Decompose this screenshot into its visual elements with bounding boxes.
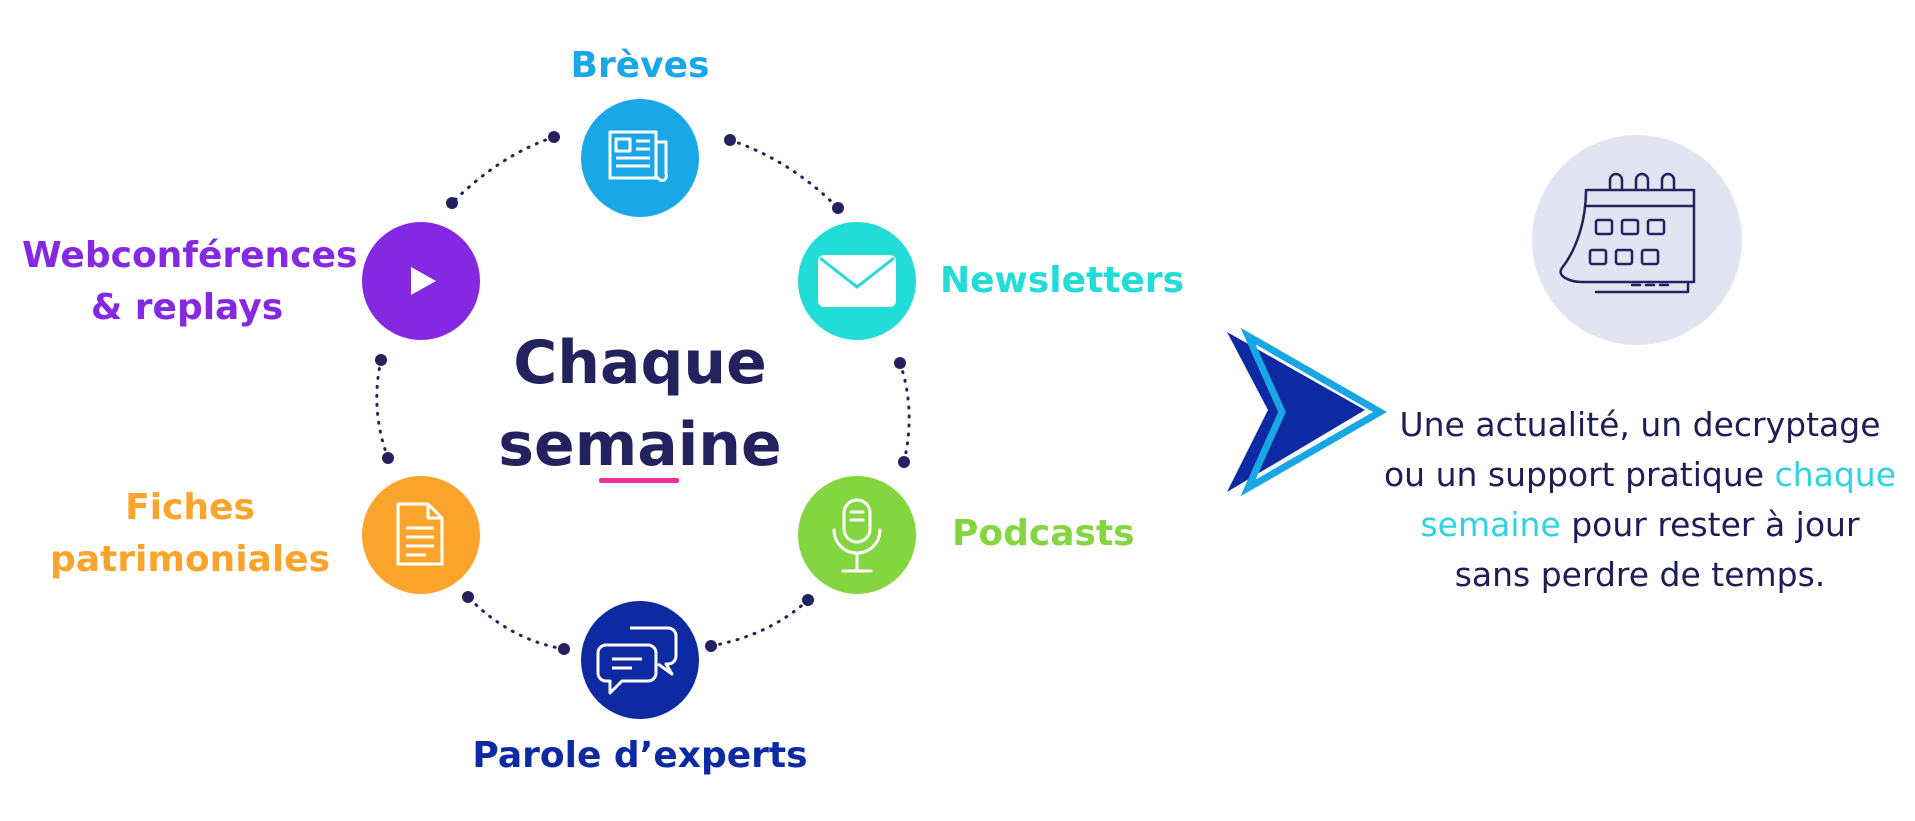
label-parole-experts: Parole d’experts xyxy=(460,730,820,782)
connector-dot xyxy=(558,643,570,655)
connector-newsletters-podcasts xyxy=(898,361,911,464)
connector-dot xyxy=(894,357,906,369)
chevron-arrow-icon xyxy=(1227,327,1388,497)
node-podcasts xyxy=(798,476,916,594)
label-podcasts: Podcasts xyxy=(952,508,1135,560)
connector-dot xyxy=(462,591,474,603)
connector-dot xyxy=(446,197,458,209)
label-newsletters: Newsletters xyxy=(940,255,1184,307)
speech-bubbles-icon xyxy=(596,626,678,695)
description-before: Une actualité, un decryptage ou un suppo… xyxy=(1383,405,1881,494)
node-breves xyxy=(581,99,699,217)
description-after: pour rester à jour sans perdre de temps. xyxy=(1454,505,1860,594)
connector-fiches-webconf xyxy=(375,358,390,460)
connector-breves-newsletters xyxy=(728,138,840,210)
label-fiches-line1: Fiches xyxy=(125,487,255,528)
node-parole-experts xyxy=(581,601,699,719)
node-webconferences xyxy=(362,222,480,340)
description-text: Une actualité, un decryptage ou un suppo… xyxy=(1380,400,1900,600)
label-fiches: Fiches patrimoniales xyxy=(40,482,340,586)
label-podcasts-text: Podcasts xyxy=(952,513,1135,554)
label-parole-experts-text: Parole d’experts xyxy=(472,735,808,776)
node-circle xyxy=(362,476,480,594)
connector-dot xyxy=(832,202,844,214)
calendar-circle xyxy=(1532,135,1742,345)
newspaper-icon xyxy=(608,130,668,182)
center-underline xyxy=(599,478,679,483)
label-webconferences-line2: & replays xyxy=(90,287,284,328)
label-webconferences: Webconférences & replays xyxy=(22,230,358,334)
node-newsletters xyxy=(798,222,916,340)
connector-breves-webconf xyxy=(450,135,556,205)
calendar-icon xyxy=(1559,172,1696,294)
label-webconferences-line1: Webconférences xyxy=(22,235,358,276)
node-fiches xyxy=(362,476,480,594)
microphone-icon xyxy=(832,498,882,573)
connector-dots xyxy=(375,131,910,655)
node-circle xyxy=(798,476,916,594)
calendar-group xyxy=(1532,135,1742,345)
play-icon xyxy=(411,267,436,295)
center-title: Chaque semaine xyxy=(470,322,810,486)
description-highlight: chaque semaine xyxy=(1420,455,1897,544)
connector-dot xyxy=(375,354,387,366)
connector-dot xyxy=(705,640,717,652)
label-newsletters-text: Newsletters xyxy=(940,260,1185,301)
connector-dot xyxy=(724,134,736,146)
connector-parole-fiches xyxy=(466,595,566,651)
label-breves: Brèves xyxy=(540,40,740,92)
label-fiches-line2: patrimoniales xyxy=(49,539,331,580)
connectors xyxy=(375,135,911,651)
document-icon xyxy=(396,502,444,566)
connector-dot xyxy=(382,452,394,464)
connector-dot xyxy=(802,594,814,606)
center-title-line2: semaine xyxy=(498,410,782,480)
center-title-line1: Chaque xyxy=(513,328,767,398)
connector-dot xyxy=(548,131,560,143)
connector-dot xyxy=(898,456,910,468)
label-breves-text: Brèves xyxy=(570,45,710,86)
envelope-icon xyxy=(818,255,896,307)
connector-podcasts-parole xyxy=(709,598,810,648)
